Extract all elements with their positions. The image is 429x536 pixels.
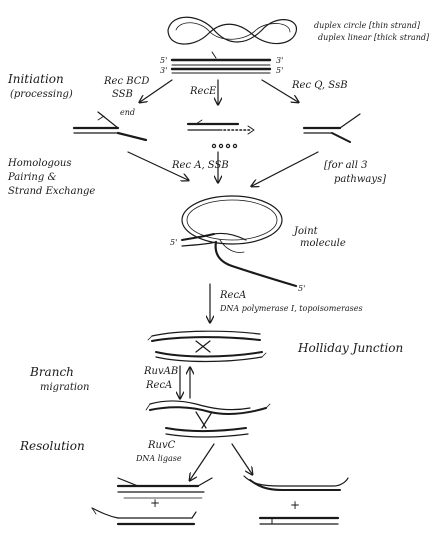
product-bottom-right-drawing <box>258 516 340 525</box>
label-joint: Joint <box>294 226 318 237</box>
linear-duplex-drawing <box>170 51 272 74</box>
label-polymerase: DNA polymerase I, topoisomerases <box>220 304 363 313</box>
arrow-converge-left <box>127 151 188 180</box>
recbcd-product-drawing <box>72 111 148 142</box>
holliday-junction-drawing <box>147 330 267 363</box>
stage-holliday-junction: Holliday Junction <box>298 341 404 355</box>
end-5-prime-top: 5' <box>160 56 168 65</box>
label-ssb-left: SSB <box>112 89 133 100</box>
end-5-prime-right: 5' <box>276 66 284 75</box>
product-right-drawing <box>243 475 349 491</box>
label-recq-ssb: Rec Q, SsB <box>292 80 348 91</box>
end-3-prime-right: 3' <box>276 56 284 65</box>
label-recbcd: Rec BCD <box>104 76 150 87</box>
label-ruvab: RuvAB <box>144 366 179 377</box>
arrow-recbcd <box>140 79 173 102</box>
label-all-pathways-1: [for all 3 <box>324 160 368 171</box>
arrow-converge-right <box>252 151 319 186</box>
arrow-resolution-left <box>190 443 215 480</box>
label-rece: RecE <box>190 86 217 97</box>
product-left-drawing <box>116 477 213 499</box>
rece-product-drawing <box>186 119 255 149</box>
label-ruvc: RuvC <box>148 440 176 451</box>
stage-migration: migration <box>40 382 90 393</box>
stage-pairing: Pairing & <box>8 172 57 183</box>
product-bottom-left-drawing <box>91 507 197 526</box>
stage-branch: Branch <box>30 365 74 379</box>
plus-sign-left: + <box>150 496 161 510</box>
duplex-circle-drawing <box>167 16 297 45</box>
label-joint-5-prime-b: 5' <box>298 284 306 293</box>
migrated-structure-drawing <box>145 400 271 438</box>
stage-homologous: Homologous <box>8 158 72 169</box>
end-3-prime-top: 3' <box>160 66 168 75</box>
legend-duplex-circle: duplex circle [thin strand] <box>314 21 420 30</box>
label-joint-5-prime-a: 5' <box>170 238 178 247</box>
label-reca-2: RecA <box>220 290 247 301</box>
label-reca-ssb: Rec A, SSB <box>172 160 229 171</box>
label-molecule: molecule <box>300 238 346 249</box>
joint-molecule-drawing <box>181 195 298 288</box>
label-end: end <box>120 108 136 117</box>
arrow-resolution-right <box>231 443 252 474</box>
label-all-pathways-2: pathways] <box>334 174 387 185</box>
label-reca-3: RecA <box>146 380 173 391</box>
stage-strand-exchange: Strand Exchange <box>8 186 96 197</box>
arrow-recq <box>261 79 298 102</box>
duplex-circle-inner-drawing <box>175 22 291 40</box>
legend-duplex-linear: duplex linear [thick strand] <box>318 33 429 42</box>
stage-resolution: Resolution <box>20 439 85 453</box>
label-dna-ligase: DNA ligase <box>136 454 182 463</box>
plus-sign-right: + <box>290 498 301 512</box>
stage-processing: (processing) <box>10 89 73 100</box>
recq-product-drawing <box>302 113 361 143</box>
stage-initiation: Initiation <box>8 72 64 86</box>
